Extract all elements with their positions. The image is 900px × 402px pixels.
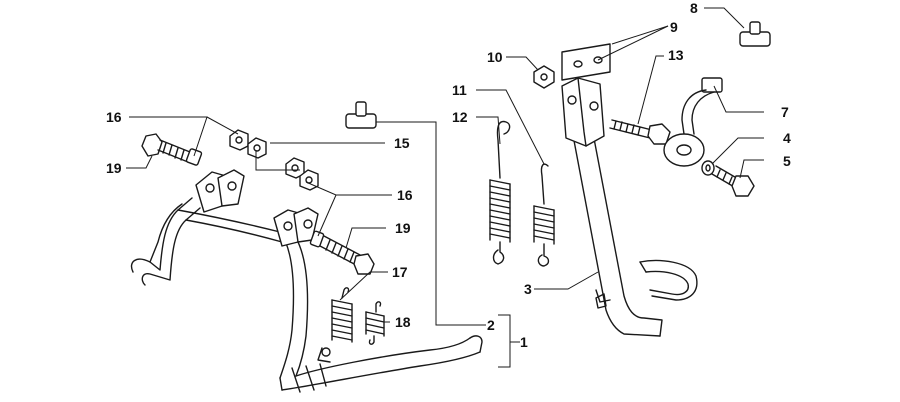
callout-2: 2 <box>487 317 495 333</box>
callout-4: 4 <box>783 130 791 146</box>
center-stand[interactable] <box>130 169 483 393</box>
callout-1: 1 <box>520 334 528 350</box>
bolt-19-left[interactable] <box>141 133 203 166</box>
callout-16-upper: 16 <box>106 109 122 125</box>
nut-10[interactable] <box>533 65 555 89</box>
callout-8: 8 <box>690 0 698 16</box>
callout-13: 13 <box>668 47 684 63</box>
callout-19-right: 19 <box>395 220 411 236</box>
callout-19-left: 19 <box>106 160 122 176</box>
callout-3: 3 <box>524 281 532 297</box>
spring-12[interactable] <box>489 120 511 265</box>
callout-16-lower: 16 <box>397 187 413 203</box>
spring-17[interactable] <box>331 287 353 343</box>
side-stand[interactable] <box>561 77 698 337</box>
nut-15-upper[interactable] <box>247 137 267 159</box>
washer-4[interactable] <box>701 160 715 176</box>
callout-18: 18 <box>395 314 411 330</box>
bolt-5[interactable] <box>711 165 755 197</box>
bolt-13[interactable] <box>609 119 671 145</box>
plate-9[interactable] <box>561 43 611 81</box>
callout-12: 12 <box>452 109 468 125</box>
callout-15: 15 <box>394 135 410 151</box>
callout-10: 10 <box>487 49 503 65</box>
nut-16-upper[interactable] <box>229 129 249 151</box>
callout-9: 9 <box>670 19 678 35</box>
rubber-buffer-2[interactable] <box>345 101 377 129</box>
callout-7: 7 <box>781 104 789 120</box>
callout-5: 5 <box>783 153 791 169</box>
callout-17: 17 <box>392 264 408 280</box>
callout-11: 11 <box>452 82 467 98</box>
rubber-buffer-8[interactable] <box>739 21 771 47</box>
callout-labels: 8 9 10 13 11 12 7 4 5 3 2 1 16 15 19 16 … <box>106 0 791 350</box>
spring-18[interactable] <box>365 301 385 345</box>
leader-lines <box>126 7 764 368</box>
spring-11[interactable] <box>533 163 555 267</box>
switch-7[interactable] <box>663 77 723 167</box>
bolt-19-right[interactable] <box>309 230 375 275</box>
